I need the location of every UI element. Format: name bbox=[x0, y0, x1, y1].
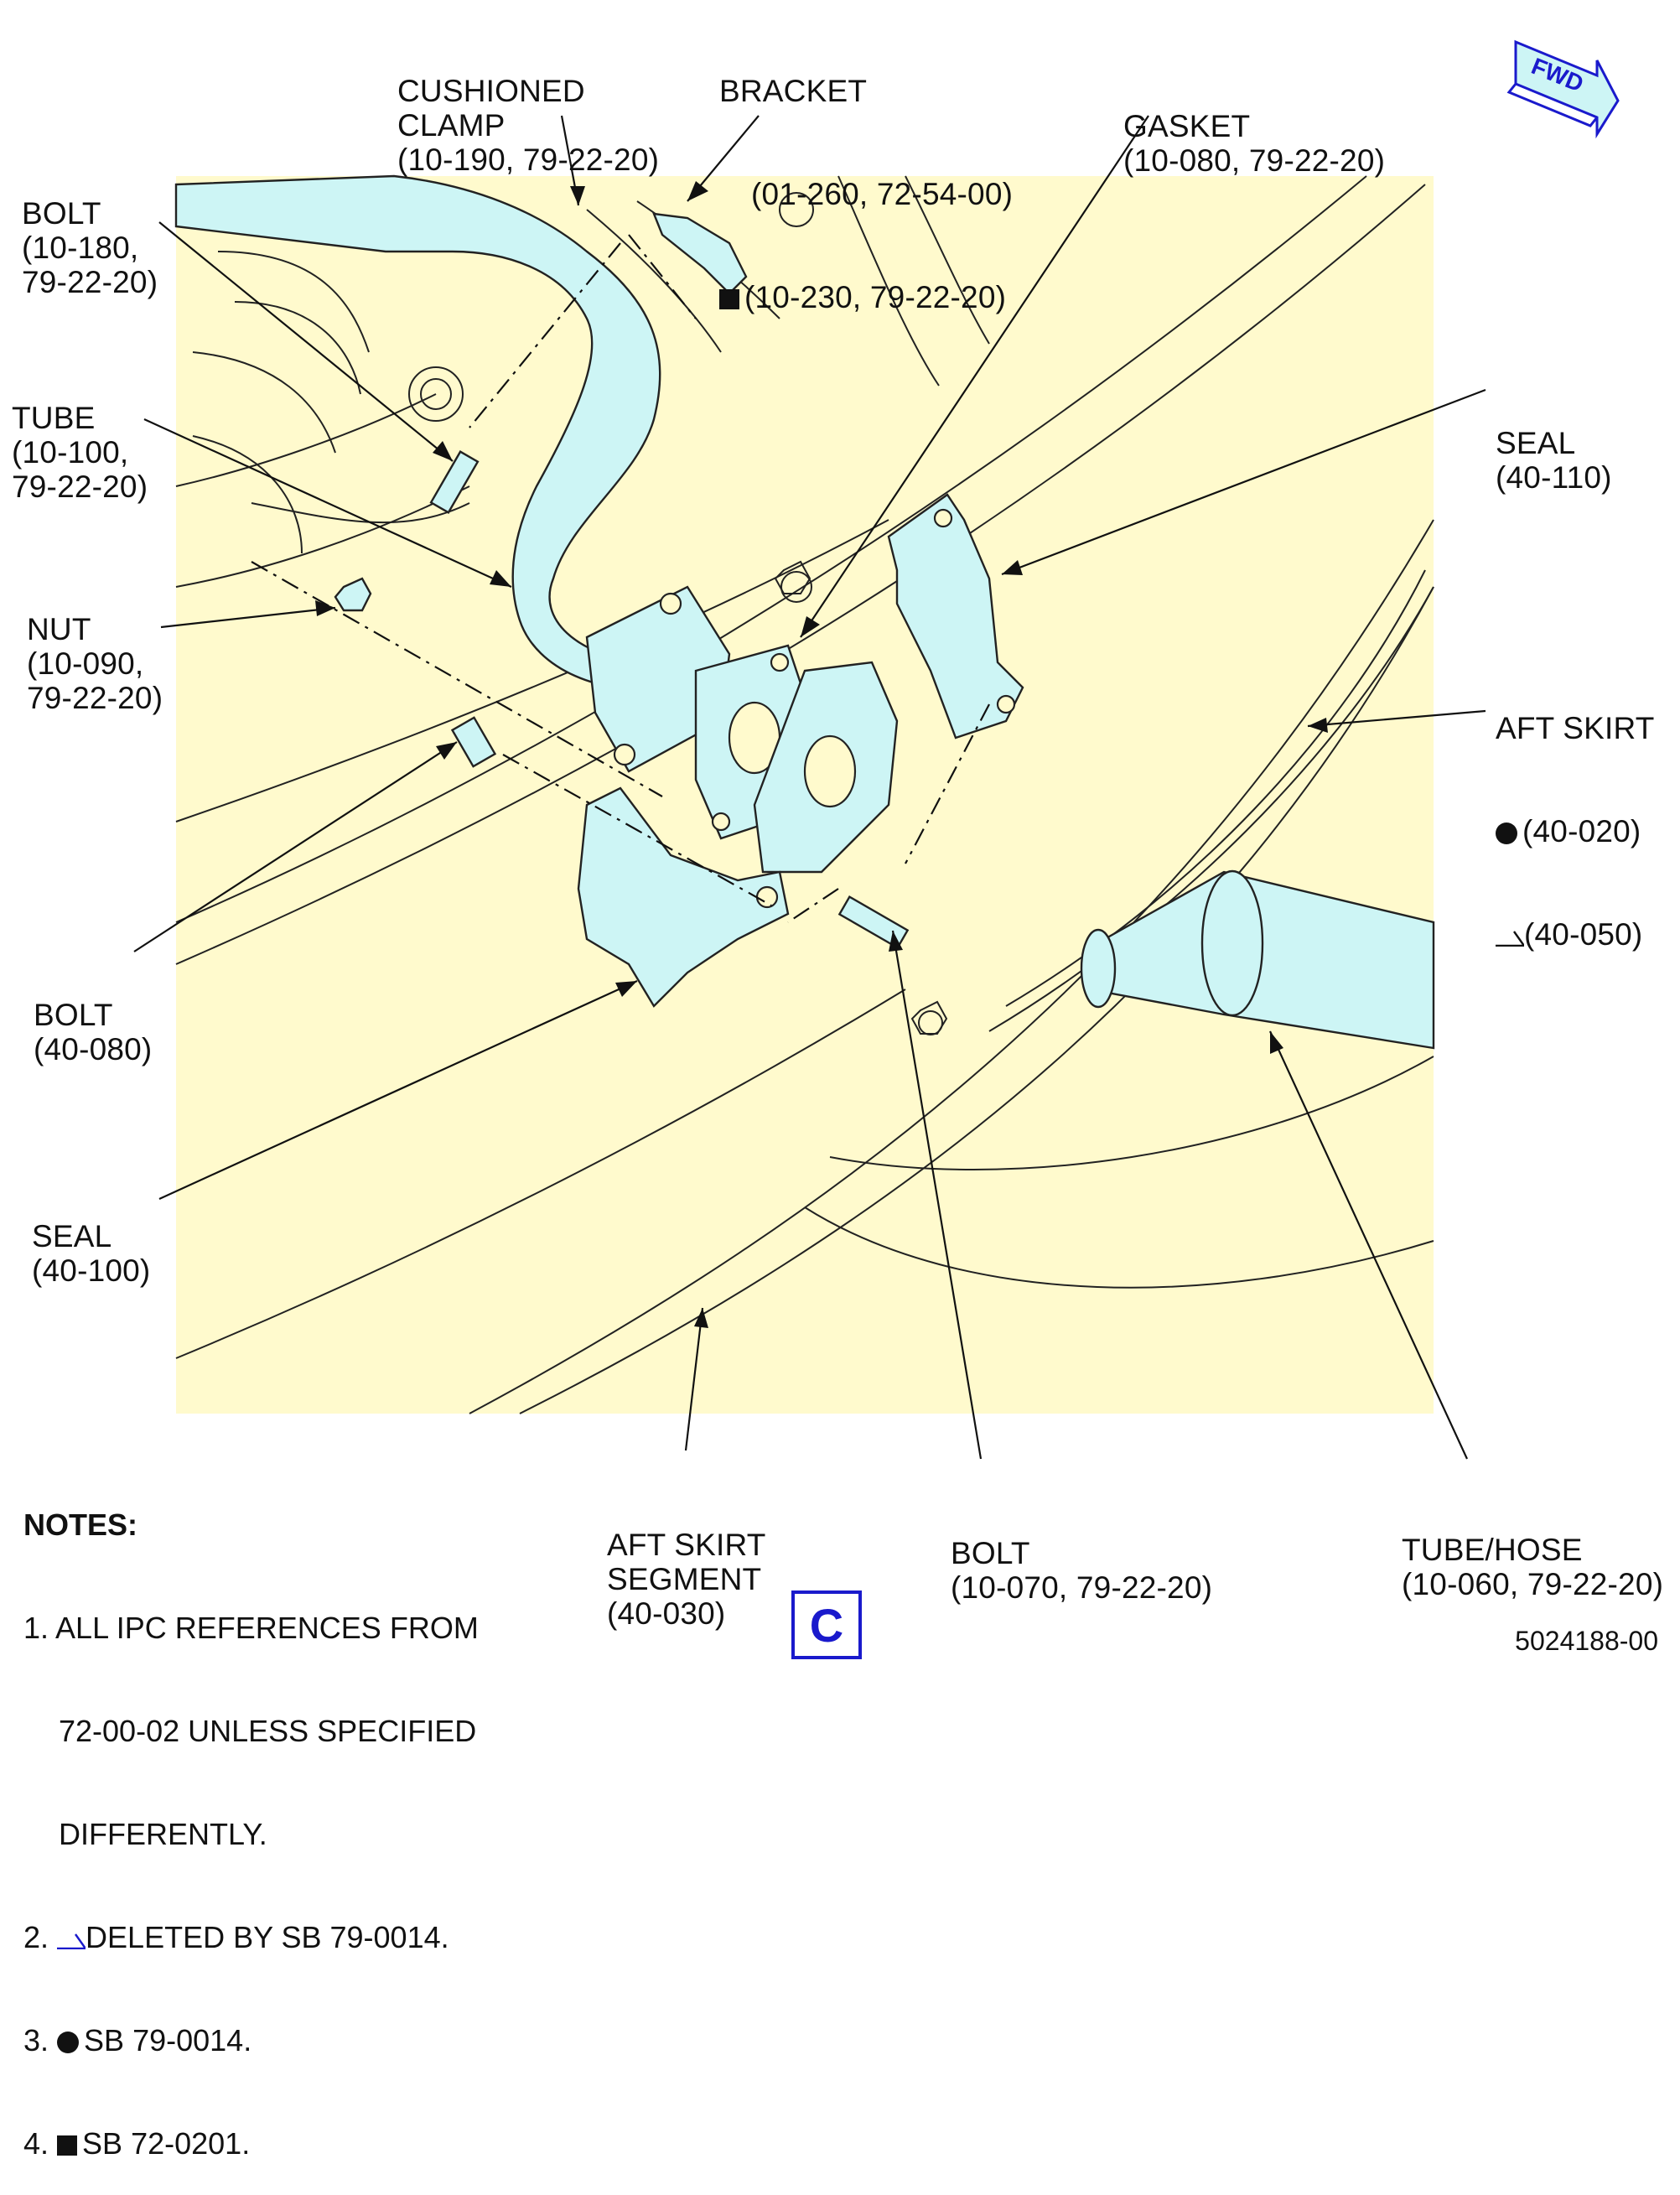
exploded-view-illustration: FWD bbox=[133, 39, 1620, 1460]
figure-number: 5024188-00 bbox=[1515, 1626, 1658, 1656]
seal-40-110-plate bbox=[887, 493, 1024, 739]
label-bolt-10-180: BOLT(10-180,79-22-20) bbox=[22, 196, 158, 299]
label-bolt-40-080: BOLT(40-080) bbox=[34, 998, 153, 1066]
leader-lines bbox=[133, 115, 1486, 1460]
square-symbol-icon bbox=[57, 2135, 78, 2156]
label-nut-10-090: NUT(10-090,79-22-20) bbox=[27, 612, 163, 715]
label-seal-40-100: SEAL(40-100) bbox=[32, 1219, 151, 1288]
label-tube-hose: TUBE/HOSE(10-060, 79-22-20) bbox=[1402, 1533, 1664, 1601]
note-4: 4. SB 72-0201. bbox=[23, 2126, 251, 2161]
label-bracket: BRACKET (01-260, 72-54-00) (10-230, 79-2… bbox=[719, 74, 1014, 314]
fasteners bbox=[334, 450, 948, 1035]
view-letter-box: C bbox=[791, 1590, 862, 1659]
label-tube-10-100: TUBE(10-100,79-22-20) bbox=[12, 401, 148, 504]
label-gasket: GASKET(10-080, 79-22-20) bbox=[1123, 109, 1386, 178]
bracket-highlight bbox=[652, 212, 748, 295]
label-aft-skirt: AFT SKIRT (40-020) (40-050) bbox=[1496, 711, 1655, 952]
circle-symbol-icon bbox=[1496, 822, 1517, 844]
label-bolt-10-070: BOLT(10-070, 79-22-20) bbox=[951, 1536, 1213, 1605]
notes-block: NOTES: 1. ALL IPC REFERENCES FROM 72-00-… bbox=[23, 1439, 479, 2195]
circle-symbol-icon bbox=[57, 2032, 80, 2053]
alignment-lines bbox=[251, 234, 990, 923]
note-2: 2. DELETED BY SB 79-0014. bbox=[23, 1920, 449, 1954]
flange-plates bbox=[577, 493, 1024, 1008]
seal-40-100-plate bbox=[577, 786, 790, 1008]
note-3: 3. SB 79-0014. bbox=[23, 2023, 252, 2057]
square-symbol-icon bbox=[719, 289, 739, 309]
tube-hose-10-060-highlight bbox=[1080, 869, 1435, 1050]
note-1-cont-a: 72-00-02 UNLESS SPECIFIED bbox=[59, 1714, 477, 1748]
note-1-cont-b: DIFFERENTLY. bbox=[59, 1817, 267, 1851]
label-seal-40-110: SEAL(40-110) bbox=[1496, 426, 1612, 495]
note-1: 1. ALL IPC REFERENCES FROM bbox=[23, 1611, 479, 1645]
fwd-arrow-icon: FWD bbox=[1506, 39, 1620, 139]
triangle-symbol-icon bbox=[57, 1933, 86, 1949]
triangle-symbol-icon bbox=[1496, 931, 1524, 947]
notes-title: NOTES: bbox=[23, 1507, 138, 1542]
